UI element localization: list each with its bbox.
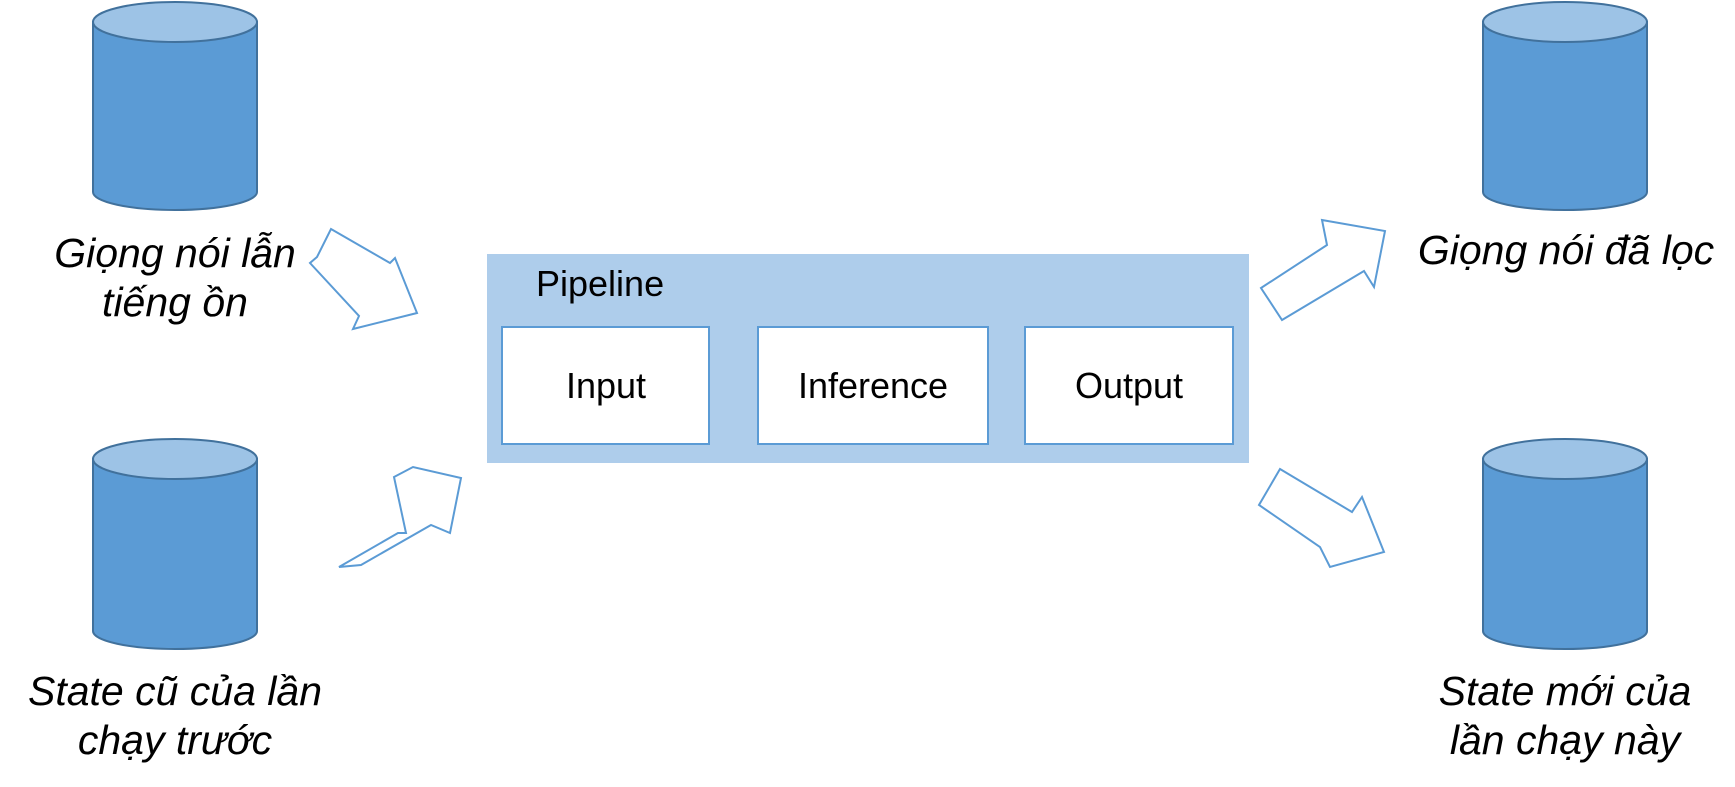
old-state-label-line1: State cũ của lần — [28, 668, 322, 714]
pipeline-title: Pipeline — [536, 263, 664, 304]
stage-input-label: Input — [566, 365, 646, 406]
old-state-label-line2: chạy trước — [78, 717, 273, 763]
new-state-label-line1: State mới của — [1439, 668, 1692, 714]
stage-input-box — [501, 326, 710, 445]
arrow-old-state-to-pipeline-icon — [338, 465, 463, 568]
database-noisy-voice-icon — [92, 1, 258, 211]
new-state-label-line2: lần chạy này — [1450, 717, 1683, 763]
arrow-pipeline-to-new-state-icon — [1257, 467, 1386, 569]
database-old-state-icon — [92, 438, 258, 650]
filtered-voice-label: Giọng nói đã lọc — [1418, 227, 1715, 273]
stage-output-box — [1024, 326, 1234, 445]
arrow-pipeline-to-filtered-voice-icon — [1259, 218, 1387, 322]
noisy-voice-label-line2: tiếng ồn — [102, 279, 248, 325]
stage-output-label: Output — [1075, 365, 1183, 406]
database-new-state-icon — [1482, 438, 1648, 650]
arrow-noisy-voice-to-pipeline-icon — [308, 227, 419, 331]
noisy-voice-label-line1: Giọng nói lẫn — [54, 230, 296, 276]
stage-inference-label: Inference — [798, 365, 948, 406]
stage-inference-box — [757, 326, 989, 445]
database-filtered-voice-icon — [1482, 1, 1648, 211]
